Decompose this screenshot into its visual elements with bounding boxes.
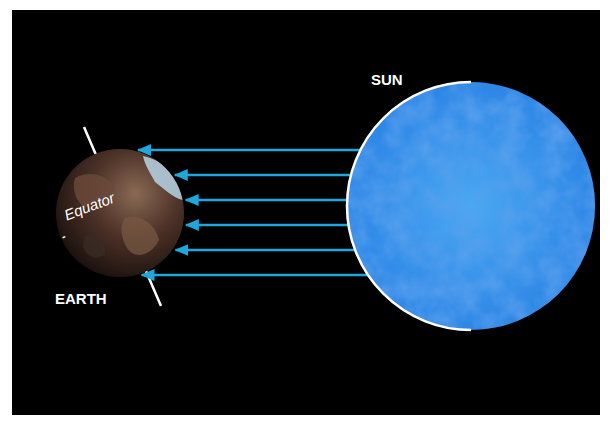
light-ray-arrow (175, 174, 357, 177)
earth-label: EARTH (55, 291, 107, 308)
light-ray-arrow (186, 224, 355, 227)
light-ray-arrow (138, 149, 366, 152)
black-panel (12, 10, 600, 415)
light-ray-arrow (186, 199, 353, 202)
light-ray-arrow (175, 249, 360, 252)
light-ray-arrow (142, 274, 374, 277)
sun-label: SUN (371, 72, 403, 89)
sun-drawing (345, 80, 597, 332)
sun-disc: SUN (345, 80, 597, 332)
earth-globe: EquatorEARTH (55, 148, 185, 278)
